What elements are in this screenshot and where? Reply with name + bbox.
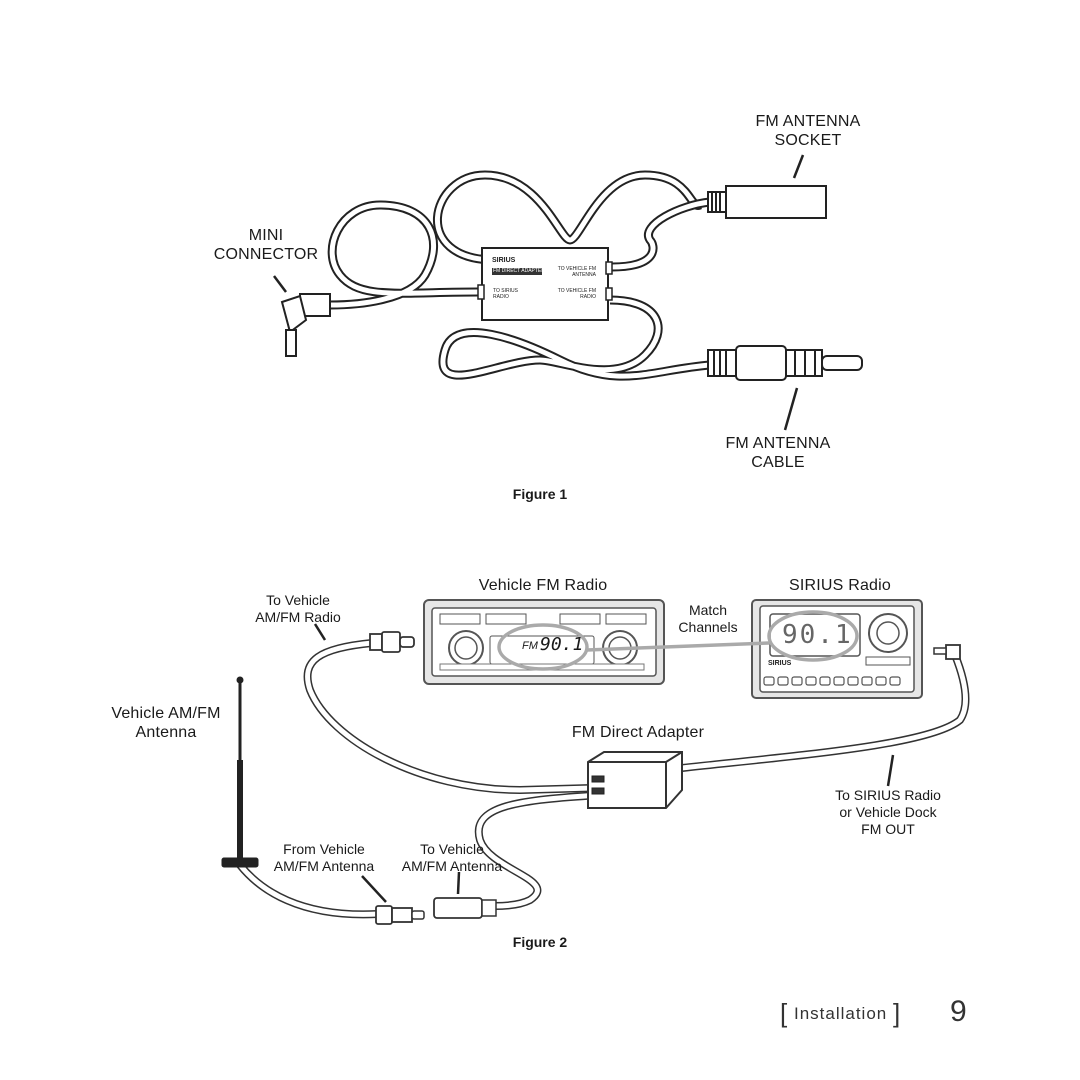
vehicle-fm-radio-illustration bbox=[423, 599, 665, 685]
figure1-diagram bbox=[273, 154, 863, 431]
adapter-to-sirius-radio: TO SIRIUS RADIO bbox=[493, 288, 518, 300]
page-number: 9 bbox=[950, 995, 967, 1028]
adapter-to-vehicle-fm-radio: TO VEHICLE FM RADIO bbox=[557, 288, 596, 300]
label-match-channels: Match Channels bbox=[678, 602, 738, 635]
figure1-caption: Figure 1 bbox=[512, 486, 568, 502]
footer-section-title: [ Installation ] bbox=[780, 998, 902, 1028]
label-to-vehicle-am-fm-radio: To Vehicle AM/FM Radio bbox=[255, 592, 341, 625]
sirius-preset-buttons bbox=[763, 676, 901, 686]
socket-pointer bbox=[792, 154, 805, 179]
socket-to-antenna bbox=[433, 897, 497, 919]
label-from-vehicle-antenna: From Vehicle AM/FM Antenna bbox=[273, 841, 375, 874]
fm-direct-adapter-illustration bbox=[587, 751, 683, 809]
bracket-right: ] bbox=[892, 998, 902, 1028]
vehicle-radio-band: FM bbox=[522, 640, 538, 652]
cable-pointer bbox=[783, 387, 799, 431]
label-vehicle-fm-radio: Vehicle FM Radio bbox=[478, 577, 608, 594]
adapter-brand: SIRIUS bbox=[492, 257, 516, 264]
label-fm-antenna-cable: FM ANTENNA CABLE bbox=[725, 435, 831, 472]
label-fm-antenna-socket: FM ANTENNA SOCKET bbox=[755, 113, 861, 150]
adapter-to-vehicle-fm-antenna: TO VEHICLE FM ANTENNA bbox=[557, 266, 596, 278]
vehicle-radio-frequency: 90.1 bbox=[540, 634, 584, 655]
label-mini-connector: MINI CONNECTOR bbox=[213, 227, 319, 264]
sirius-frequency-display: 90.1 bbox=[782, 620, 853, 650]
label-sirius-radio: SIRIUS Radio bbox=[789, 577, 891, 594]
mini-connector-pointer bbox=[273, 275, 287, 293]
fm-direct-adapter-box bbox=[477, 247, 613, 321]
sirius-brand-mark: SIRIUS bbox=[768, 660, 792, 667]
figure2-diagram bbox=[221, 599, 970, 925]
match-channels-line bbox=[586, 641, 770, 652]
figure2-caption: Figure 2 bbox=[512, 934, 568, 950]
label-fm-direct-adapter: FM Direct Adapter bbox=[571, 724, 705, 741]
vehicle-antenna-illustration bbox=[221, 676, 259, 868]
adapter-title: FM DIRECT ADAPTER bbox=[493, 268, 545, 274]
plug-to-vehicle-radio bbox=[369, 631, 415, 653]
label-to-sirius-radio-dock: To SIRIUS Radio or Vehicle Dock FM OUT bbox=[835, 787, 941, 837]
fm-antenna-socket bbox=[707, 185, 827, 219]
plug-from-antenna bbox=[375, 905, 425, 925]
sirius-radio-illustration bbox=[751, 599, 923, 699]
mini-plug-to-sirius bbox=[933, 644, 961, 660]
fm-antenna-cable-plug bbox=[707, 345, 863, 381]
bracket-left: [ bbox=[780, 998, 789, 1028]
label-to-vehicle-antenna: To Vehicle AM/FM Antenna bbox=[401, 841, 503, 874]
label-vehicle-am-fm-antenna: Vehicle AM/FM Antenna bbox=[111, 705, 221, 742]
mini-connector bbox=[280, 293, 331, 357]
